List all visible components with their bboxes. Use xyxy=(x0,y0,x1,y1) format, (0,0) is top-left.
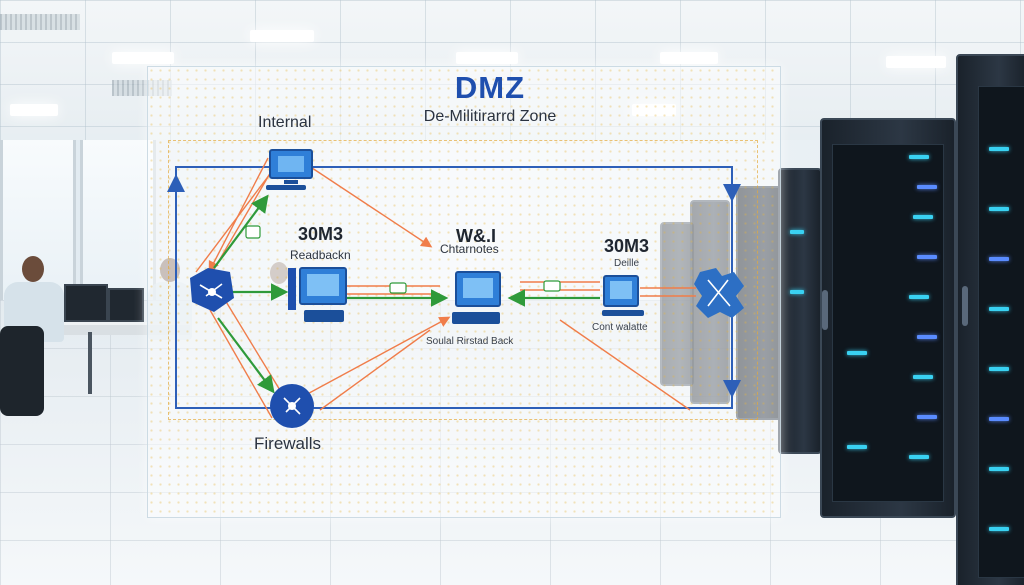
ceiling-light xyxy=(250,30,314,42)
server-icon xyxy=(288,267,347,322)
ceiling-vent xyxy=(0,14,80,30)
rack-led xyxy=(917,255,937,259)
dmz-dashed-boundary xyxy=(168,140,758,420)
center-server-label: Chtarnotes xyxy=(440,242,499,256)
rack-led xyxy=(989,367,1009,371)
right-server-heading: 30M3 xyxy=(604,236,650,256)
right-server-label: Deille xyxy=(614,258,640,269)
ceiling-light xyxy=(456,52,518,64)
network-hub-icon xyxy=(190,268,234,312)
rack-handle xyxy=(822,290,828,330)
office-monitor xyxy=(64,284,108,322)
rack-led xyxy=(917,185,937,189)
rack-led xyxy=(913,375,933,379)
diagram-subtitle: De-Militirarrd Zone xyxy=(423,108,557,125)
rack-led xyxy=(989,467,1009,471)
rack-led xyxy=(909,155,929,159)
rack-led xyxy=(913,215,933,219)
link-tag xyxy=(245,225,561,294)
rack-handle xyxy=(962,286,968,326)
right-server-caption: Cont walatte xyxy=(592,322,648,333)
rack-led xyxy=(989,417,1009,421)
desk-leg xyxy=(88,332,92,394)
ceiling-light xyxy=(660,52,718,64)
server-rack xyxy=(956,54,1024,585)
center-server-caption: Soulal Rirstad Back xyxy=(426,336,514,347)
firewalls-label: Firewalls xyxy=(254,434,322,453)
center-server-heading: W&.I xyxy=(456,226,496,246)
office-monitor xyxy=(108,288,144,322)
rack-led xyxy=(989,307,1009,311)
rack-led xyxy=(917,415,937,419)
person xyxy=(22,256,44,282)
puzzle-network-icon xyxy=(694,268,744,318)
orange-traffic-lines xyxy=(195,157,696,419)
green-traffic-lines xyxy=(213,194,600,394)
server-icon xyxy=(602,275,644,316)
office-chair xyxy=(0,326,44,416)
server-icon xyxy=(452,271,501,324)
ceiling-light xyxy=(886,56,946,68)
rack-led xyxy=(909,455,929,459)
workstation-icon xyxy=(266,149,313,190)
rack-led xyxy=(790,290,804,294)
internal-label: Internal xyxy=(258,114,312,131)
ceiling-light xyxy=(10,104,58,116)
firewall-icon xyxy=(270,384,314,428)
server-rack xyxy=(820,118,956,518)
rack-panel xyxy=(832,144,944,502)
left-server-heading: 30M3 xyxy=(298,224,344,244)
rack-led xyxy=(989,257,1009,261)
diagram-title: DMZ xyxy=(454,70,526,105)
ceiling-light xyxy=(112,52,174,64)
rack-led xyxy=(790,230,804,234)
rack-led xyxy=(847,445,867,449)
rack-led xyxy=(989,527,1009,531)
rack-led xyxy=(917,335,937,339)
rack-led xyxy=(847,351,867,355)
window xyxy=(0,140,76,300)
rack-led xyxy=(909,295,929,299)
rack-led xyxy=(989,207,1009,211)
outer-network-loop xyxy=(167,166,741,409)
left-server-label: Readbackn xyxy=(290,248,351,262)
rack-panel xyxy=(978,86,1024,578)
rack-led xyxy=(989,147,1009,151)
